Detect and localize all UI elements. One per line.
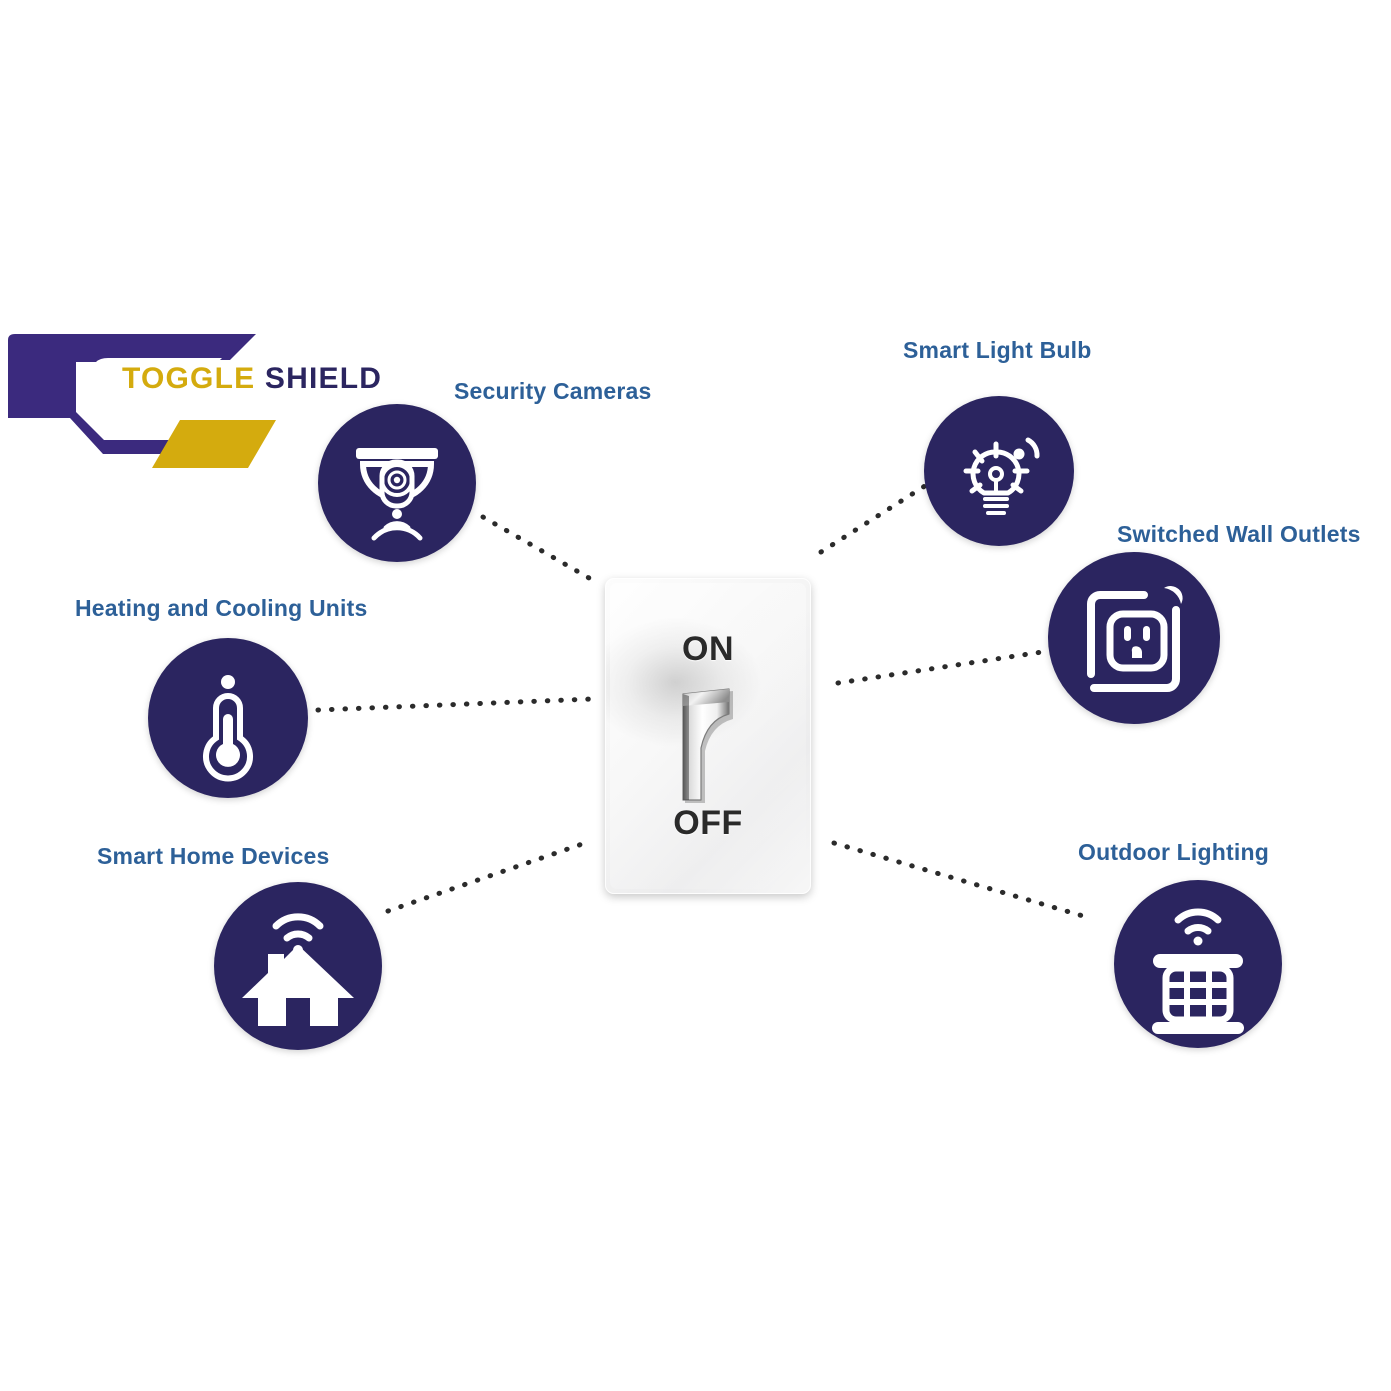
house-wifi-wave-inner [283,930,313,942]
camera-lens-outer [380,463,414,497]
lantern-wifi-icon [1152,908,1244,1034]
outlet-ground-slot [1131,646,1142,658]
logo-wordmark: TOGGLE SHIELD [122,362,382,396]
logo-word-toggle: TOGGLE [122,362,256,395]
toggle-lever-body [682,688,730,801]
light-bulb-icon [963,437,1040,515]
bulb-filament-ring [988,466,1004,482]
toggle-lever-left-edge [683,694,689,800]
dome-security-camera-icon [356,448,438,541]
connector-smart-light-bulb [818,481,931,555]
label-outdoor-lighting: Outdoor Lighting [1078,839,1269,865]
camera-signal-wave-2 [371,525,423,541]
connector-smart-home-devices [385,839,591,914]
wall-outlet-icon [1087,586,1183,692]
lantern-cap [1153,954,1243,968]
bulb-accent-arc [1025,437,1040,459]
camera-signal-dot [392,509,402,519]
lantern-body [1162,964,1234,1024]
label-heating-and-cooling-units: Heating and Cooling Units [75,595,368,621]
node-switched-wall-outlets[interactable] [1048,552,1220,724]
connector-security-cameras [480,514,599,585]
node-security-cameras[interactable] [318,404,476,562]
node-outdoor-lighting[interactable] [1114,880,1282,1048]
house-shape [242,945,354,1026]
wall-light-switch[interactable]: ON [605,578,811,894]
house-wifi-wave-outer [272,913,324,930]
logo-ribbon-purple [8,334,248,454]
logo-word-shield: SHIELD [264,362,383,395]
connector-outdoor-lighting [831,840,1093,921]
camera-lens-dot [393,476,401,484]
switch-plate-surface [610,583,806,889]
label-security-cameras: Security Cameras [454,378,652,404]
label-smart-light-bulb: Smart Light Bulb [903,337,1092,363]
toggle-lever-top-bevel [683,689,729,706]
thermometer-icon [203,675,253,782]
thermometer-mercury [216,714,240,767]
switch-on-label: ON [682,630,734,668]
switch-off-label: OFF [673,804,743,842]
node-heating-and-cooling-units[interactable] [148,638,308,798]
node-smart-light-bulb[interactable] [924,396,1074,546]
outlet-accent-blob [1164,586,1183,604]
house-door [286,998,310,1032]
lantern-base [1152,1022,1244,1034]
outlet-slot-right [1143,626,1150,641]
outlet-slot-left [1124,626,1131,641]
node-smart-home-devices[interactable] [214,882,382,1050]
lantern-wifi-dot [1193,936,1203,946]
toggle-shield-logo [8,334,276,468]
lantern-wifi-wave-outer [1174,908,1222,924]
label-smart-home-devices: Smart Home Devices [97,843,330,869]
outlet-frame-upper [1087,591,1148,678]
thermometer-top-dot [221,675,235,689]
connector-switched-wall-outlets [835,649,1045,686]
outlet-frame-lower [1090,606,1180,692]
house-wifi-icon [242,913,354,1032]
logo-parallelogram-gold [152,420,276,468]
logo-ribbon-purple-outline [220,334,256,360]
connector-heating-and-cooling-units [315,696,595,713]
outlet-socket-plate [1106,610,1168,672]
lantern-wifi-wave-inner [1184,924,1212,935]
camera-lens-inner [387,470,407,490]
bulb-accent-dot [1013,448,1025,460]
label-switched-wall-outlets: Switched Wall Outlets [1117,521,1361,547]
thermometer-outline [203,692,253,782]
camera-mount-bar [356,448,438,459]
toggle-lever[interactable] [673,686,745,806]
